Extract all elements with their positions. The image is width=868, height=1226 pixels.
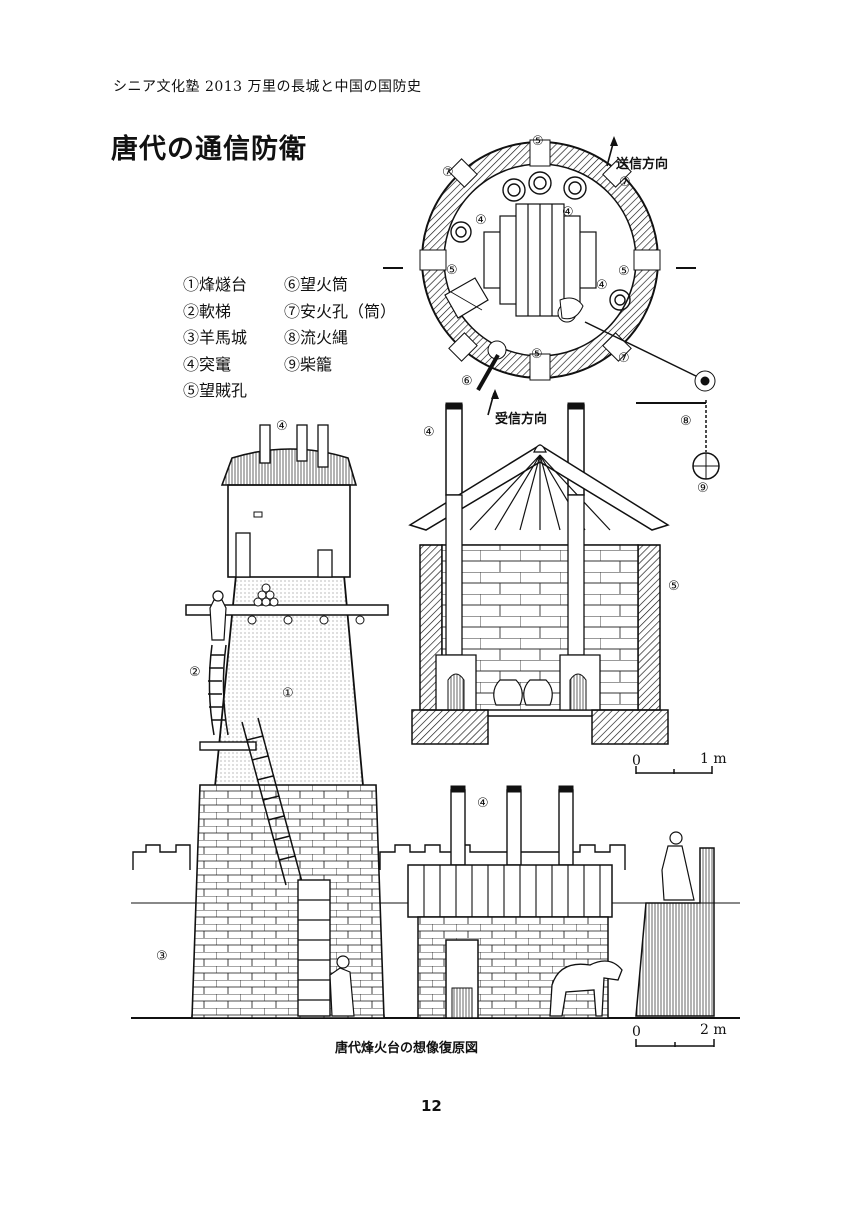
legend-column-1: ①烽燧台 ②軟梯 ③羊馬城 ④突竃 ⑤望賊孔 [183,272,247,405]
marker-4: ④ [475,213,487,228]
legend-item: ⑥望火筒 [284,275,349,294]
legend-item: ③羊馬城 [183,328,248,347]
marker-3: ③ [156,949,168,964]
legend-column-2: ⑥望火筒 ⑦安火孔（筒） ⑧流火縄 ⑨柴籠 [284,272,396,378]
running-header: シニア文化塾 2013 万里の長城と中国の国防史 [113,79,422,95]
upper-scale-zero: 0 [632,753,641,769]
marker-7: ⑦ [618,351,630,366]
legend-item: ⑤望賊孔 [183,381,248,400]
marker-4: ④ [276,419,288,434]
legend-item: ①烽燧台 [183,275,248,294]
marker-5: ⑤ [531,347,543,362]
marker-5: ⑤ [446,263,458,278]
lower-scale-bar [635,1039,715,1047]
legend-item: ④突竃 [183,354,232,374]
page-number: 12 [421,1097,442,1115]
receive-direction-label: 受信方向 [495,411,547,427]
marker-8: ⑧ [680,414,692,429]
marker-6: ⑥ [461,374,473,389]
marker-4: ④ [423,425,435,440]
legend-item: ②軟梯 [183,301,232,321]
lower-scale-end: 2 m [700,1022,727,1038]
gatehouse-elevation [407,785,715,1019]
marker-2: ② [189,665,201,680]
marker-1: ① [282,686,294,701]
number-markers: ⑤ ⑦ ⑦ ④ ④ ⑤ ⑤ ④ ⑤ ⑦ ⑥ ④ ⑧ ⑨ ⑤ ④ ② ① ④ ③ [156,134,709,964]
marker-7: ⑦ [619,175,631,190]
marker-5-top: ⑤ [532,134,544,149]
figure-caption: 唐代烽火台の想像復原図 [335,1041,479,1056]
marker-4: ④ [562,205,574,220]
marker-5: ⑤ [618,264,630,279]
marker-4: ④ [596,278,608,293]
marker-4: ④ [477,796,489,811]
marker-9: ⑨ [697,481,709,496]
send-direction-label: 送信方向 [615,156,668,172]
upper-scale-end: 1 m [700,751,727,767]
upper-scale-bar [635,766,713,774]
plan-view [383,136,716,416]
lower-scale-zero: 0 [632,1024,641,1040]
page-title: 唐代の通信防衛 [111,134,307,165]
section-view [408,400,720,745]
legend-item: ⑦安火孔（筒） [284,301,397,321]
marker-7: ⑦ [442,165,454,180]
legend-item: ⑨柴籠 [284,354,333,374]
marker-5: ⑤ [668,579,680,594]
legend-item: ⑧流火縄 [284,328,349,347]
